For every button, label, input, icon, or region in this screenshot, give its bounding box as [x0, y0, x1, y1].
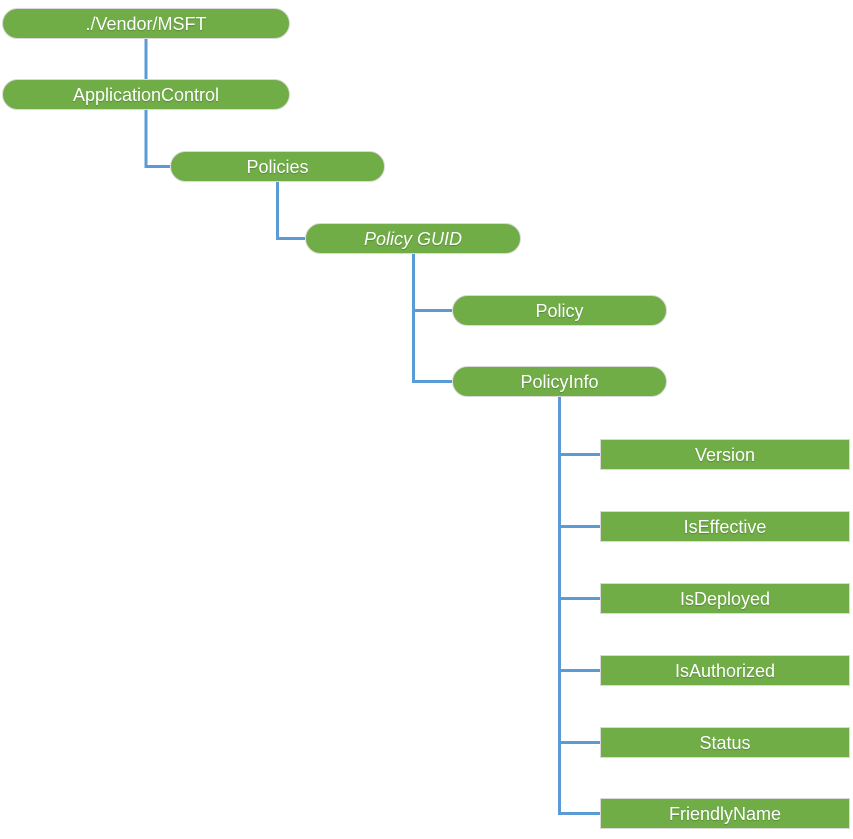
connector-policies-to-policyguid [276, 182, 305, 240]
node-policy-info: PolicyInfo [452, 366, 667, 397]
node-status: Status [600, 727, 850, 758]
node-friendly-name: FriendlyName [600, 798, 850, 829]
node-policies: Policies [170, 151, 385, 182]
node-vendor-msft: ./Vendor/MSFT [2, 8, 290, 39]
node-application-control: ApplicationControl [2, 79, 290, 110]
node-is-effective: IsEffective [600, 511, 850, 542]
connector-policyinfo-trunk [558, 397, 600, 815]
node-is-authorized: IsAuthorized [600, 655, 850, 686]
connector-policyguid-trunk [412, 254, 452, 383]
node-policy-guid: Policy GUID [305, 223, 521, 254]
node-is-deployed: IsDeployed [600, 583, 850, 614]
node-policy: Policy [452, 295, 667, 326]
connector-applicationcontrol-to-policies [144, 110, 170, 168]
node-version: Version [600, 439, 850, 470]
